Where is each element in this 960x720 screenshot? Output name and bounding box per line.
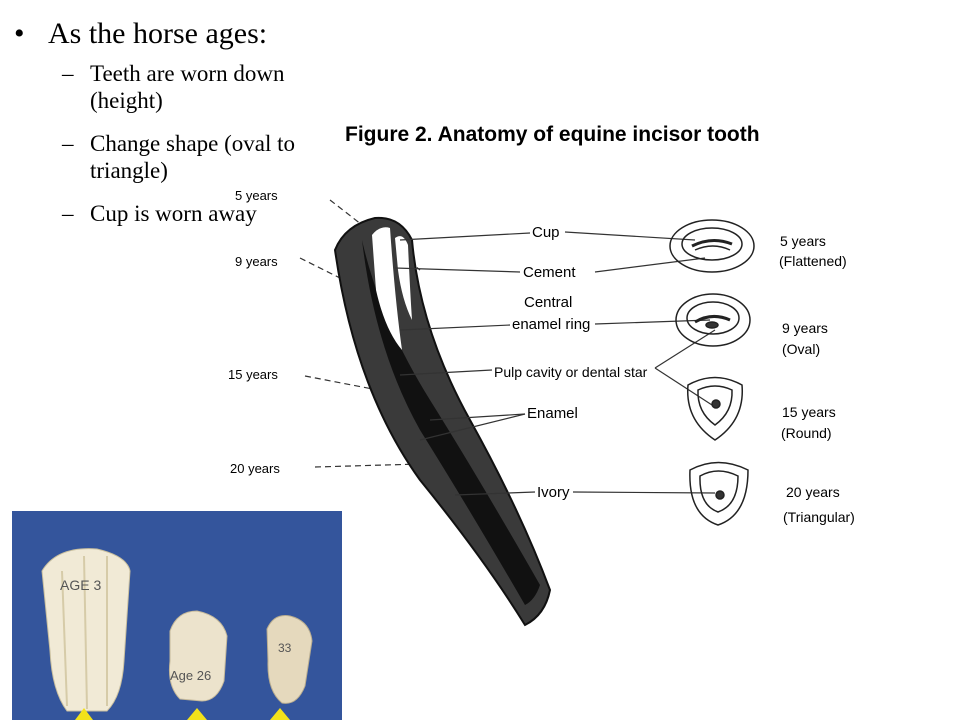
tooth-cup-cavity-2 <box>395 236 412 320</box>
tooth-label-age-26: Age 26 <box>170 668 211 683</box>
bullet-dot-icon: • <box>14 17 25 50</box>
label-central-2: enamel ring <box>512 316 590 333</box>
sub-bullet-text: Change shape (oval to triangle) <box>90 131 296 183</box>
stage-shape-15: (Round) <box>781 425 832 441</box>
label-central-1: Central <box>524 294 572 311</box>
stage-shape-9: (Oval) <box>782 341 820 357</box>
label-enamel: Enamel <box>527 405 578 422</box>
arrow-icon <box>187 708 207 720</box>
tooth-label-age-3: AGE 3 <box>60 577 101 593</box>
age-mark-5: 5 years <box>235 188 278 203</box>
stage-age-15: 15 years <box>782 404 836 420</box>
tooth-pulp-band <box>362 240 540 605</box>
tooth-age-26 <box>169 610 228 702</box>
arrow-icon <box>75 708 93 720</box>
age-mark-9: 9 years <box>235 254 278 269</box>
label-pulp: Pulp cavity or dental star <box>494 364 648 380</box>
cross-section-5 <box>669 219 755 273</box>
sub-bullet-text: Cup is worn away <box>90 201 257 226</box>
main-bullet-text: As the horse ages: <box>48 17 268 50</box>
tooth-cup-cavity <box>372 227 402 350</box>
label-cup: Cup <box>532 224 560 241</box>
leader-lines <box>394 231 716 496</box>
stage-shape-5: (Flattened) <box>779 253 847 269</box>
stage-age-9: 9 years <box>782 320 828 336</box>
age-mark-15: 15 years <box>228 367 278 382</box>
stage-shape-20: (Triangular) <box>783 509 855 525</box>
arrow-icon <box>270 708 290 720</box>
cross-section-20 <box>689 461 749 526</box>
label-ivory: Ivory <box>537 484 570 501</box>
stage-age-5: 5 years <box>780 233 826 249</box>
cross-section-9 <box>675 293 751 347</box>
figure-title: Figure 2. Anatomy of equine incisor toot… <box>345 123 760 146</box>
sub-bullet-text: Teeth are worn down (height) <box>90 61 285 113</box>
tooth-label-age-33: 33 <box>278 641 292 655</box>
stage-age-20: 20 years <box>786 484 840 500</box>
label-cement: Cement <box>523 264 576 281</box>
cross-section-15 <box>686 376 744 441</box>
teeth-photo: AGE 3 Age 26 33 <box>12 511 342 720</box>
tooth-age-33 <box>266 615 313 704</box>
age-mark-20: 20 years <box>230 461 280 476</box>
